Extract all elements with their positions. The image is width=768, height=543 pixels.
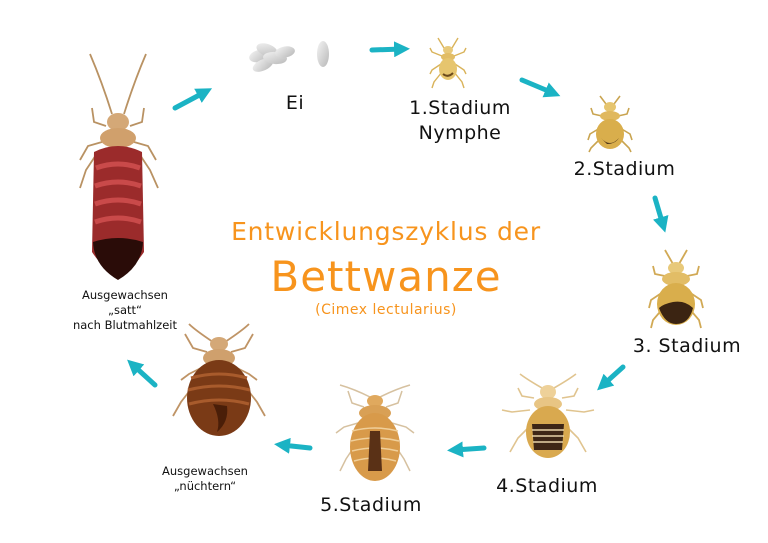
stage-label-stage2: 2.Stadium	[573, 158, 676, 180]
arrow-adultfed-to-egg	[172, 88, 213, 111]
stage1-title: 1.Stadium	[409, 97, 511, 119]
adult-fed-bug-icon	[79, 53, 159, 280]
arrow-stage3-to-stage4	[597, 364, 626, 391]
arrow-stage4-to-stage5	[447, 441, 487, 458]
stage-label-stage1: 1.Stadium Nymphe	[385, 96, 535, 146]
stage-label-stage4: 4.Stadium	[496, 475, 598, 497]
egg-icon	[249, 41, 329, 72]
stage-label-adult-fed: Ausgewachsen „satt“ nach Blutmahlzeit	[30, 288, 220, 333]
arrow-adulthungry-to-adultfed	[127, 359, 158, 388]
adult-fed-title: Ausgewachsen	[82, 288, 168, 302]
stage-label-adult-hungry: Ausgewachsen „nüchtern“	[140, 464, 270, 494]
arrow-stage5-to-adulthungry	[274, 437, 313, 454]
stage1-subtitle: Nymphe	[418, 122, 502, 144]
nymph-stage1-icon	[429, 37, 467, 89]
arrow-stage1-to-stage2	[519, 77, 561, 98]
arrow-stage2-to-stage3	[652, 195, 669, 233]
adult-fed-note: nach Blutmahlzeit	[72, 318, 178, 332]
nymph-stage5-icon	[335, 384, 415, 481]
diagram-subtitle: (Cimex lectularius)	[315, 302, 457, 318]
nymph-stage3-icon	[648, 249, 704, 329]
adult-hungry-bug-icon	[172, 323, 266, 436]
stage-label-stage5: 5.Stadium	[320, 494, 422, 516]
arrow-egg-to-stage1	[369, 41, 410, 58]
stage-label-stage3: 3. Stadium	[632, 335, 742, 357]
diagram-title-main: Bettwanze	[270, 252, 502, 301]
adult-hungry-title: Ausgewachsen	[162, 464, 248, 478]
diagram-title: Entwicklungszyklus der	[231, 217, 541, 246]
adult-fed-subtitle: „satt“	[108, 303, 142, 317]
nymph-stage4-icon	[501, 373, 595, 458]
stage-label-egg: Ei	[285, 92, 305, 114]
adult-hungry-subtitle: „nüchtern“	[173, 479, 237, 493]
nymph-stage2-icon	[587, 95, 633, 153]
